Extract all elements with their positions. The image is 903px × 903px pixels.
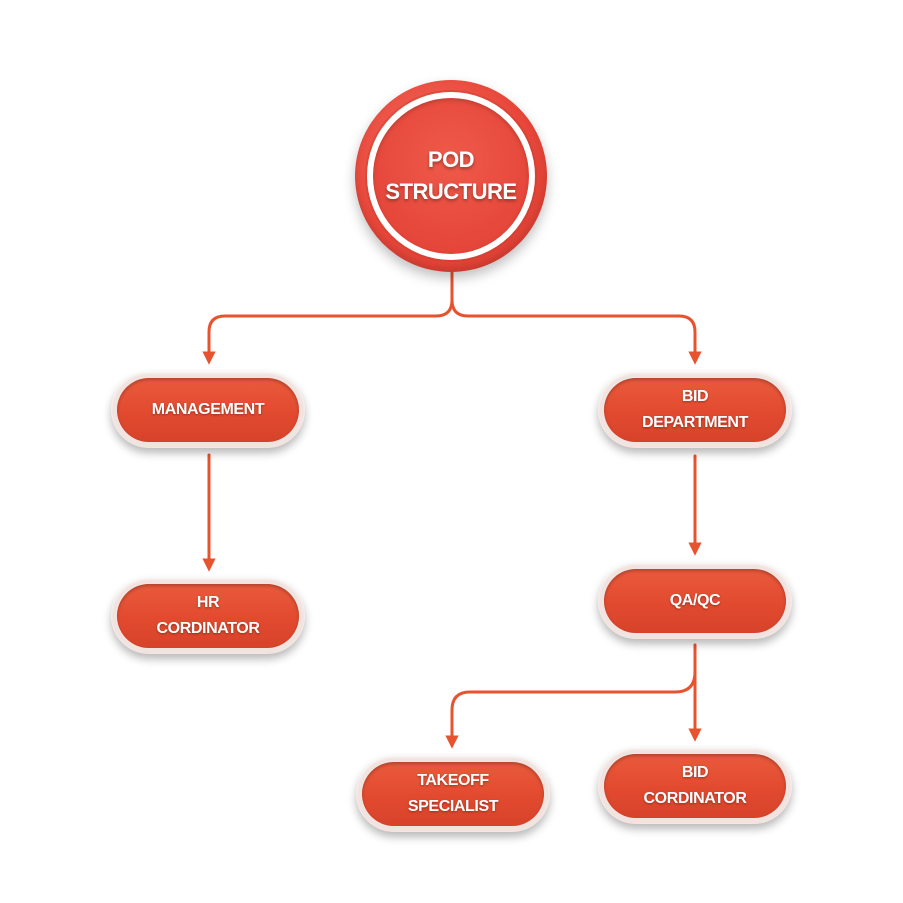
connector-root-to-bid-department bbox=[466, 314, 702, 365]
node-takeoff-specialist-body: TAKEOFF SPECIALIST bbox=[362, 762, 544, 826]
connector-qaqc-to-takeoff bbox=[445, 670, 697, 749]
root-node-label: POD STRUCTURE bbox=[385, 144, 517, 208]
node-takeoff-specialist-line1: TAKEOFF bbox=[417, 772, 489, 789]
root-node: POD STRUCTURE bbox=[355, 80, 547, 272]
node-management-body: MANAGEMENT bbox=[117, 378, 299, 442]
node-bid-department: BID DEPARTMENT bbox=[598, 372, 792, 448]
connector-root-stem bbox=[434, 270, 454, 318]
node-bid-cordinator-label: BID CORDINATOR bbox=[644, 760, 747, 812]
node-takeoff-specialist: TAKEOFF SPECIALIST bbox=[356, 756, 550, 832]
node-bid-department-body: BID DEPARTMENT bbox=[604, 378, 786, 442]
root-label-line2: STRUCTURE bbox=[385, 179, 517, 204]
node-bid-cordinator-line2: CORDINATOR bbox=[643, 790, 747, 807]
node-management-label: MANAGEMENT bbox=[151, 397, 265, 423]
node-hr-cordinator-body: HR CORDINATOR bbox=[117, 584, 299, 648]
node-hr-cordinator-label: HR CORDINATOR bbox=[157, 590, 260, 642]
connector-root-to-management bbox=[202, 314, 438, 365]
node-bid-department-line2: DEPARTMENT bbox=[642, 414, 748, 431]
node-qa-qc-body: QA/QC bbox=[604, 569, 786, 633]
root-label-line1: POD bbox=[427, 147, 475, 172]
node-qa-qc: QA/QC bbox=[598, 563, 792, 639]
node-management: MANAGEMENT bbox=[111, 372, 305, 448]
root-node-ring: POD STRUCTURE bbox=[367, 92, 535, 260]
node-bid-cordinator-line1: BID bbox=[681, 764, 709, 781]
node-bid-department-line1: BID bbox=[681, 388, 709, 405]
node-qa-qc-line1: QA/QC bbox=[669, 592, 721, 609]
connector-root-right-curve bbox=[450, 298, 470, 318]
node-hr-cordinator-line2: CORDINATOR bbox=[156, 620, 260, 637]
node-qa-qc-label: QA/QC bbox=[669, 588, 721, 614]
node-hr-cordinator-line1: HR bbox=[196, 594, 220, 611]
node-hr-cordinator: HR CORDINATOR bbox=[111, 578, 305, 654]
node-management-line1: MANAGEMENT bbox=[151, 401, 265, 418]
node-bid-cordinator: BID CORDINATOR bbox=[598, 748, 792, 824]
node-takeoff-specialist-line2: SPECIALIST bbox=[407, 798, 499, 815]
node-bid-cordinator-body: BID CORDINATOR bbox=[604, 754, 786, 818]
node-bid-department-label: BID DEPARTMENT bbox=[642, 384, 748, 436]
node-takeoff-specialist-label: TAKEOFF SPECIALIST bbox=[407, 768, 499, 820]
